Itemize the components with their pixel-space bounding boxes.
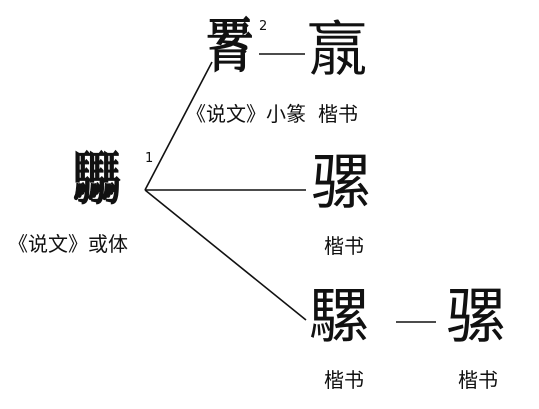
regular-label-middle: 楷书 bbox=[324, 234, 364, 258]
variant-superscript: 1 bbox=[145, 151, 154, 166]
variant-seal-glyph: 𩧢 bbox=[73, 145, 121, 213]
regular-glyph-bottom-right: 骡 bbox=[446, 282, 506, 352]
regular-glyph-bottom-left: 騾 bbox=[309, 282, 369, 352]
seal-superscript: 2 bbox=[259, 19, 268, 34]
regular-label-bottom-left: 楷书 bbox=[324, 368, 364, 392]
branch-line-bottom bbox=[144, 189, 307, 321]
regular-label-top: 楷书 bbox=[318, 102, 358, 126]
variant-label: 《说文》或体 bbox=[8, 232, 128, 256]
seal-label: 《说文》小篆 bbox=[186, 102, 306, 126]
branch-line-top bbox=[144, 61, 213, 191]
regular-glyph-top: 𣎆 bbox=[307, 15, 367, 85]
regular-glyph-middle: 骡 bbox=[311, 148, 371, 218]
seal-glyph: 𦝫 bbox=[206, 13, 254, 81]
regular-label-bottom-right: 楷书 bbox=[458, 368, 498, 392]
